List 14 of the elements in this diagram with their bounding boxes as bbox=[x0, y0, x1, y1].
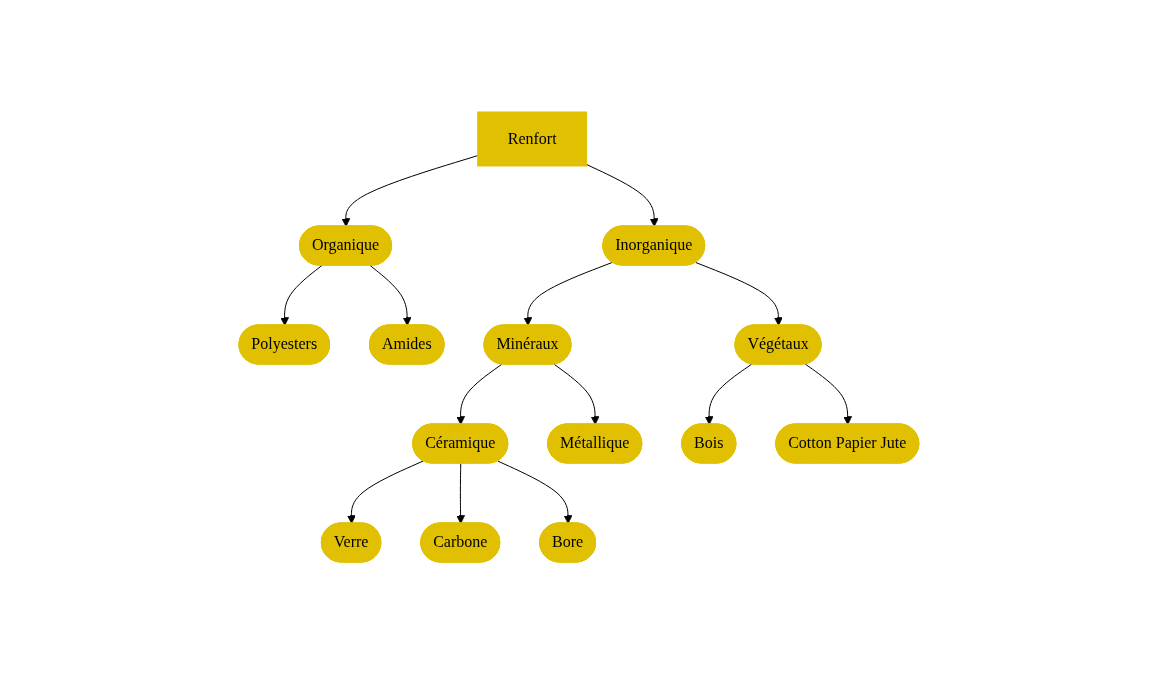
arrow bbox=[804, 363, 852, 425]
arrow bbox=[279, 264, 322, 326]
arrow bbox=[497, 460, 572, 524]
arrow bbox=[523, 261, 613, 326]
arrow bbox=[455, 462, 465, 524]
arrow bbox=[346, 460, 424, 524]
arrow bbox=[369, 264, 412, 326]
arrow bbox=[704, 363, 752, 425]
arrow bbox=[695, 261, 783, 326]
arrow bbox=[455, 363, 502, 425]
node-box: Renfort bbox=[476, 111, 587, 166]
arrow bbox=[553, 363, 600, 425]
arrow bbox=[585, 163, 659, 227]
arrow bbox=[341, 154, 478, 227]
